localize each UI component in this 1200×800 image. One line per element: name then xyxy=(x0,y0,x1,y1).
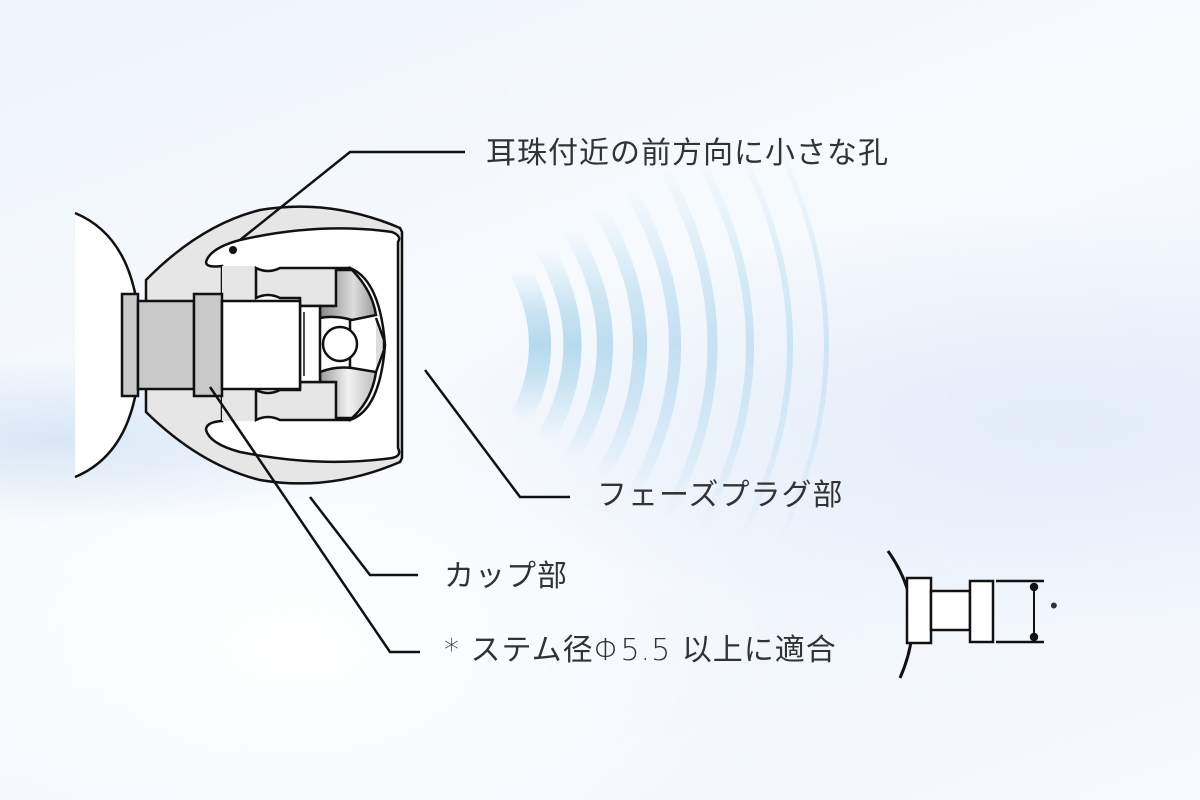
sound-waves xyxy=(510,138,829,552)
label-front-hole: 耳珠付近の前方向に小さな孔 xyxy=(486,136,889,171)
leader-phase-plug xyxy=(423,369,570,499)
stem-diameter-inset xyxy=(886,550,1044,679)
label-phase-plug: フェーズプラグ部 xyxy=(597,478,844,513)
stem xyxy=(120,292,302,398)
leader-lines xyxy=(208,150,570,654)
dimension-marker: • xyxy=(1050,594,1059,619)
label-stem-note: * ステム径Φ5.5 以上に適合 xyxy=(444,633,837,668)
label-cup: カップ部 xyxy=(444,559,568,594)
leader-cup xyxy=(309,496,418,577)
front-hole-marker xyxy=(229,246,237,254)
leader-front-hole xyxy=(239,150,465,241)
phase-plug-structure xyxy=(222,265,387,423)
leader-stem xyxy=(208,386,420,654)
